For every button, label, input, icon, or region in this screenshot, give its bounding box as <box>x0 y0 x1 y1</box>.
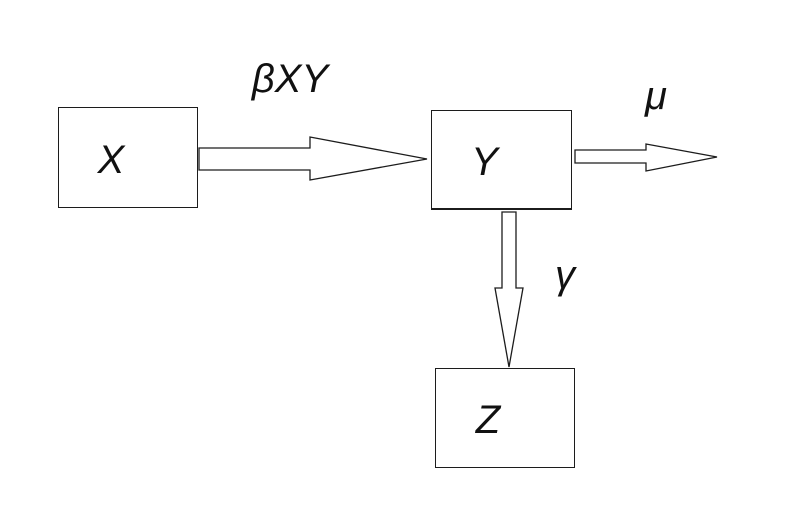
node-z-label: Z <box>475 398 501 442</box>
flow-label-beta-xy: βXY <box>251 57 329 101</box>
node-z-box: Z <box>435 368 575 468</box>
arrow-y-to-z <box>494 211 524 368</box>
node-y-label: Y <box>471 139 498 184</box>
node-x-box: X <box>58 107 198 208</box>
flow-label-gamma: γ <box>555 253 575 297</box>
arrow-y-to-out <box>574 143 718 172</box>
node-y-box: Y <box>431 110 572 210</box>
node-x-label: X <box>97 137 125 182</box>
arrow-x-to-y <box>198 136 428 181</box>
flow-label-mu: μ <box>645 74 667 118</box>
